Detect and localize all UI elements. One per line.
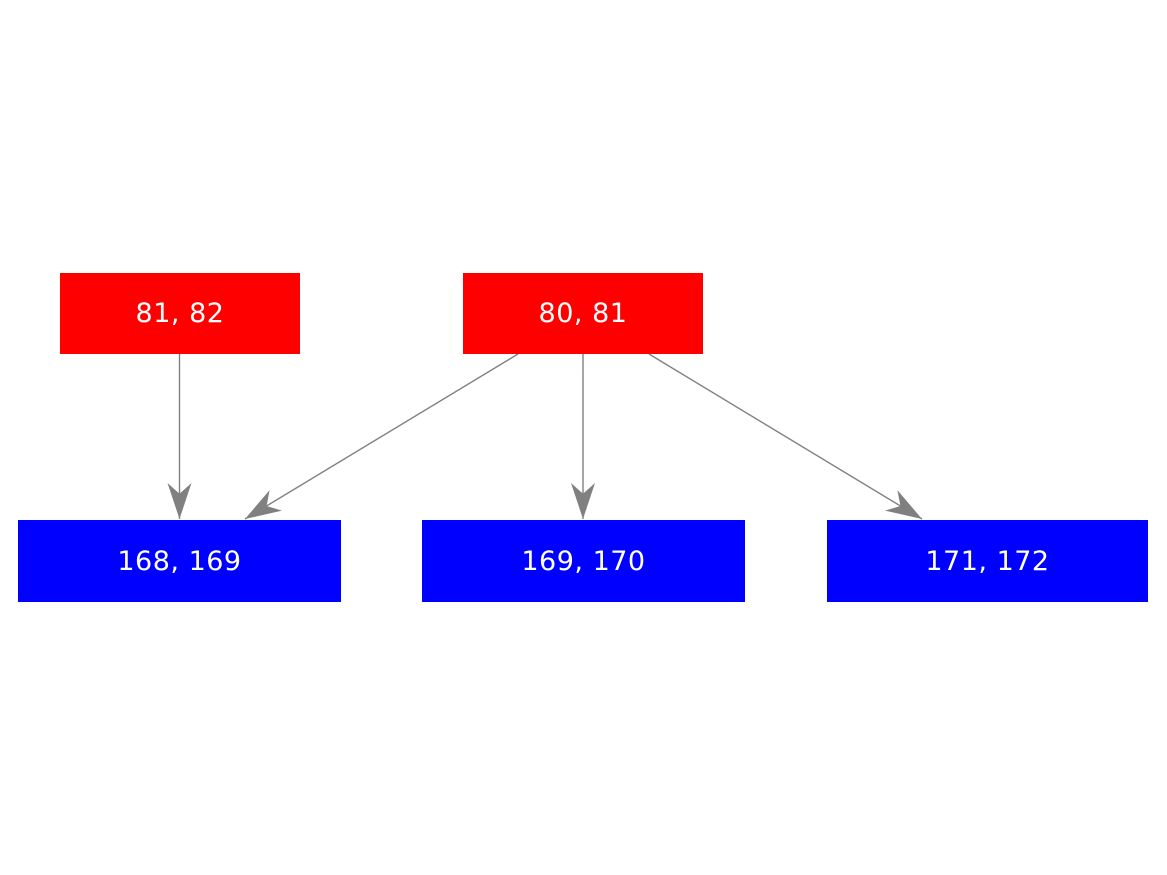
node-label: 168, 169 [117,545,242,577]
node-169-170: 169, 170 [422,520,745,602]
node-label: 171, 172 [925,545,1050,577]
node-label: 80, 81 [538,298,628,329]
node-171-172: 171, 172 [827,520,1148,602]
node-80-81: 80, 81 [463,273,703,354]
node-label: 169, 170 [521,545,646,577]
node-81-82: 81, 82 [60,273,300,354]
edge-80-81-to-171-172 [648,353,923,520]
edge-80-81-to-168-169 [244,353,519,520]
node-label: 81, 82 [135,298,225,329]
node-168-169: 168, 169 [18,520,341,602]
